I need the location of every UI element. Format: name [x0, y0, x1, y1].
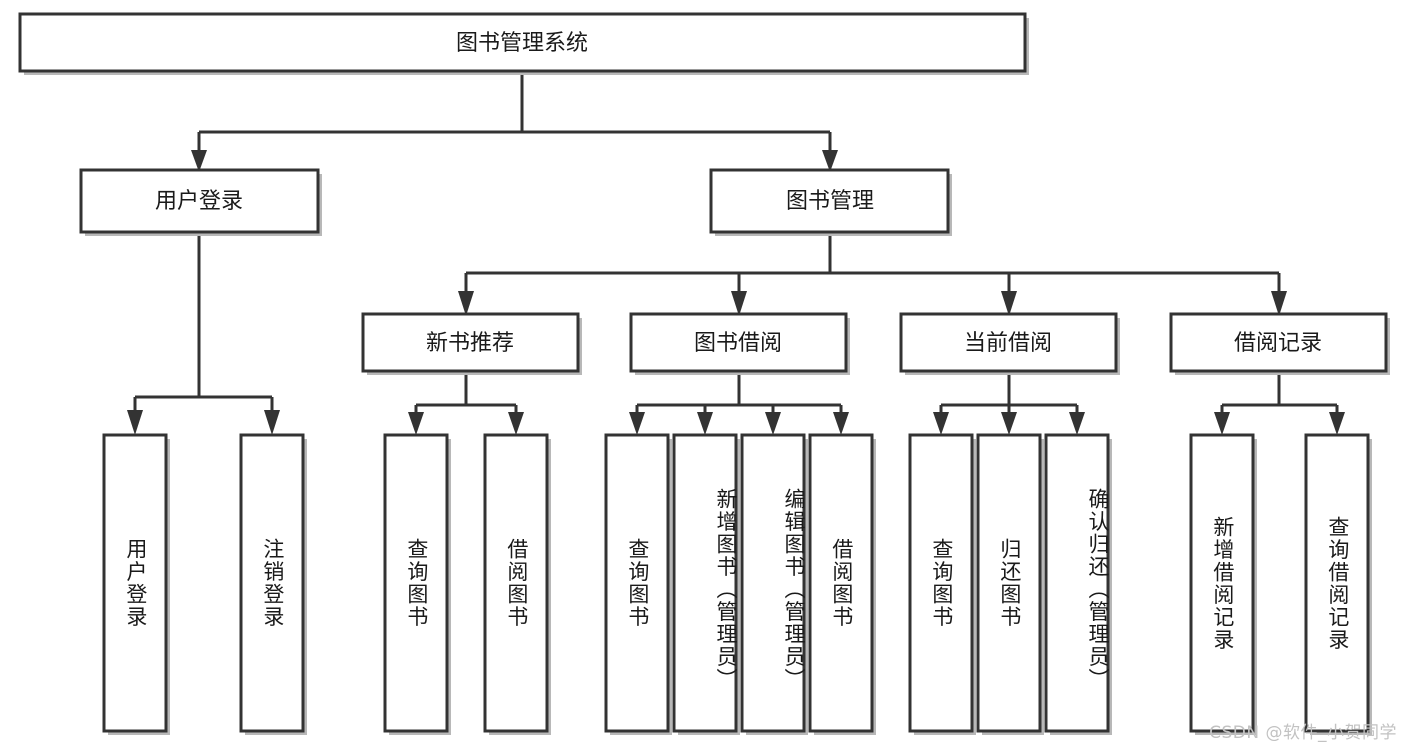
arrow-leaf-3 — [408, 412, 424, 435]
leaf-box-6[interactable] — [672, 433, 738, 733]
arrow-leaf-2 — [264, 410, 280, 435]
arrow-leaf-4 — [508, 412, 524, 435]
leaf-box-8[interactable] — [808, 433, 874, 733]
arrow-leaf-10 — [1001, 412, 1017, 435]
node-layer: 图书管理系统 用户登录 图书管理 新书推荐 图书借阅 当前借阅 借阅记录 — [18, 12, 1390, 735]
node-book-mgmt-box[interactable] — [709, 168, 950, 234]
leaf-box-1[interactable] — [102, 433, 168, 733]
leaf-box-3[interactable] — [383, 433, 449, 733]
arrow-newbook — [458, 291, 474, 316]
leaf-box-9[interactable] — [908, 433, 974, 733]
node-new-book-label: 新书推荐 — [426, 331, 514, 356]
node-current-borrow-label: 当前借阅 — [964, 331, 1052, 356]
arrow-current — [1001, 291, 1017, 316]
node-new-book-box[interactable] — [361, 312, 580, 373]
leaf-box-10[interactable] — [976, 433, 1042, 733]
node-book-borrow-label: 图书借阅 — [694, 331, 782, 356]
node-current-borrow-box[interactable] — [899, 312, 1118, 373]
arrow-leaf-6 — [697, 412, 713, 435]
node-borrow-record-box[interactable] — [1169, 312, 1388, 373]
leaf-box-4[interactable] — [483, 433, 549, 733]
arrow-leaf-7 — [765, 412, 781, 435]
leaf-box-2[interactable] — [239, 433, 305, 733]
node-borrow-record-label: 借阅记录 — [1234, 331, 1322, 356]
leaf-box-11[interactable] — [1044, 433, 1110, 733]
node-book-borrow-box[interactable] — [629, 312, 848, 373]
leaf-box-5[interactable] — [604, 433, 670, 733]
leaf-box-12[interactable] — [1189, 433, 1255, 733]
arrow-leaf-12 — [1214, 412, 1230, 435]
arrow-leaf-8 — [833, 412, 849, 435]
node-root-label: 图书管理系统 — [456, 31, 588, 56]
arrow-to-book-mgmt — [822, 150, 838, 172]
arrow-leaf-13 — [1329, 412, 1345, 435]
leaf-box-7[interactable] — [740, 433, 806, 733]
arrow-leaf-5 — [629, 412, 645, 435]
arrow-to-user-login — [191, 150, 207, 172]
watermark-text: CSDN @软件_小贺同学 — [1209, 723, 1397, 743]
arrow-leaf-1 — [127, 410, 143, 435]
node-book-mgmt-label: 图书管理 — [786, 189, 874, 214]
edge-layer — [127, 71, 1345, 435]
arrow-leaf-9 — [933, 412, 949, 435]
leaf-box-13[interactable] — [1304, 433, 1370, 733]
arrow-record — [1271, 291, 1287, 316]
node-user-login-label: 用户登录 — [155, 189, 243, 214]
arrow-borrow — [731, 291, 747, 316]
arrow-leaf-11 — [1069, 412, 1085, 435]
node-root-box[interactable] — [18, 12, 1027, 73]
node-user-login-box[interactable] — [79, 168, 320, 234]
